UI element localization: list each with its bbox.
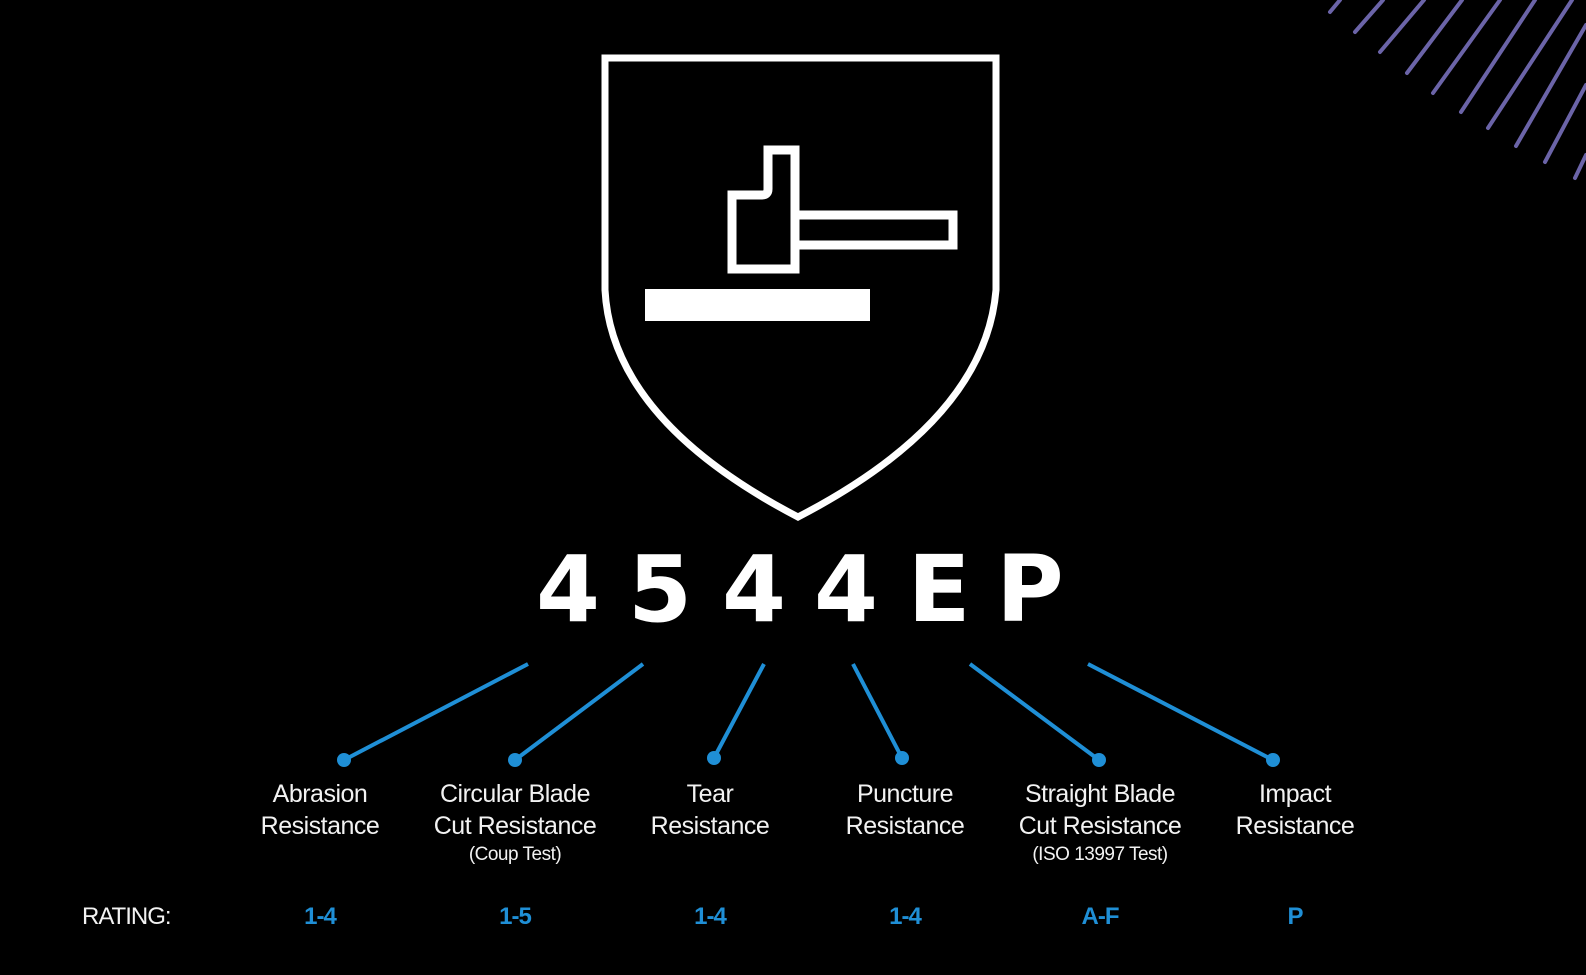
rating-abrasion: 1-4: [304, 903, 337, 930]
category-abrasion: Abrasion Resistance: [260, 780, 380, 840]
code-char-circular-blade: 5: [627, 536, 692, 643]
hammer-on-anvil-icon: [645, 145, 958, 321]
code-char-puncture: 4: [813, 536, 878, 643]
rating-puncture: 1-4: [889, 903, 922, 930]
category-puncture: Puncture Resistance: [845, 780, 965, 840]
rating-label: RATING:: [82, 903, 172, 930]
code-char-straight-blade: E: [907, 536, 971, 643]
rating-impact: P: [1287, 903, 1303, 930]
code-char-impact: P: [996, 536, 1064, 643]
rating-straight-blade: A-F: [1081, 903, 1120, 930]
category-subtitle: (Coup Test): [468, 844, 562, 865]
category-impact: Impact Resistance: [1235, 780, 1355, 840]
rating-circular-blade: 1-5: [499, 903, 532, 930]
code-char-abrasion: 4: [535, 536, 600, 643]
category-straight-blade: Straight Blade Cut Resistance (ISO 13997…: [1000, 778, 1200, 868]
category-tear: Tear Resistance: [650, 780, 770, 840]
category-subtitle: (ISO 13997 Test): [1032, 844, 1168, 865]
rating-tear: 1-4: [694, 903, 727, 930]
category-circular-blade: Circular Blade Cut Resistance (Coup Test…: [415, 778, 615, 868]
code-char-tear: 4: [721, 536, 786, 643]
